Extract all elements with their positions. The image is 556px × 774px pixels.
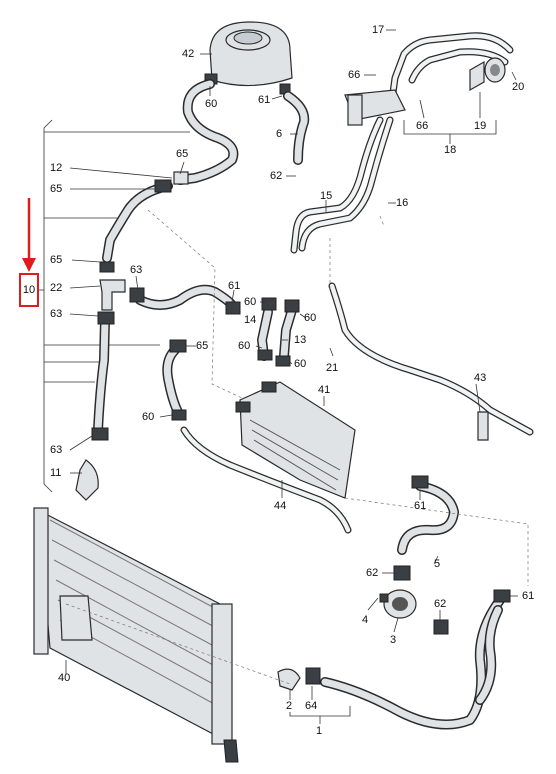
highlighted-callout-10: 10 [19,273,39,307]
callout-63: 63 [130,264,143,276]
down-arrow-icon [22,198,36,272]
callout-61: 61 [414,500,427,512]
callout-60: 60 [142,411,155,423]
callout-62: 62 [434,598,447,610]
callout-2: 2 [286,700,293,712]
callout-11: 11 [50,467,62,479]
t-piece [99,261,126,311]
callout-60: 60 [304,312,317,324]
callout-63: 63 [50,308,63,320]
callout-63: 63 [50,444,63,456]
callout-65: 65 [196,340,209,352]
callout-3: 3 [390,634,397,646]
callout-label: 10 [22,284,36,296]
callout-19: 19 [474,120,487,132]
mounting-bracket [344,57,506,126]
auxiliary-pump [379,589,449,635]
callout-17: 17 [372,24,385,36]
callout-16: 16 [396,197,409,209]
callout-14: 14 [244,314,257,326]
callout-1: 1 [316,725,323,737]
expansion-tank [204,21,293,95]
radiator [33,507,239,763]
callout-61: 61 [522,590,535,602]
callout-21: 21 [326,362,339,374]
callout-60: 60 [205,98,218,110]
callout-61: 61 [228,280,241,292]
callout-42: 42 [182,48,195,60]
callout-43: 43 [474,372,487,384]
callout-20: 20 [512,81,525,93]
connector-11 [75,459,99,501]
callout-62: 62 [366,567,379,579]
oil-cooler [235,381,356,499]
callout-60: 60 [238,340,251,352]
clamp [154,179,172,193]
callout-60: 60 [244,296,257,308]
callout-64: 64 [305,700,318,712]
callout-5: 5 [434,558,441,570]
callout-65: 65 [176,148,189,160]
callout-62: 62 [270,170,283,182]
callout-66: 66 [416,120,429,132]
callout-61: 61 [258,94,271,106]
callout-22: 22 [50,282,63,294]
callout-60: 60 [294,358,307,370]
callout-13: 13 [294,334,307,346]
callout-6: 6 [276,128,283,140]
callout-18: 18 [444,144,457,156]
callout-66: 66 [348,69,361,81]
callout-15: 15 [320,190,333,202]
callout-44: 44 [274,500,287,512]
callout-4: 4 [362,614,369,626]
callout-12: 12 [50,162,63,174]
callout-41: 41 [318,384,331,396]
callout-65: 65 [50,183,63,195]
callout-65: 65 [50,254,63,266]
callout-40: 40 [58,672,71,684]
